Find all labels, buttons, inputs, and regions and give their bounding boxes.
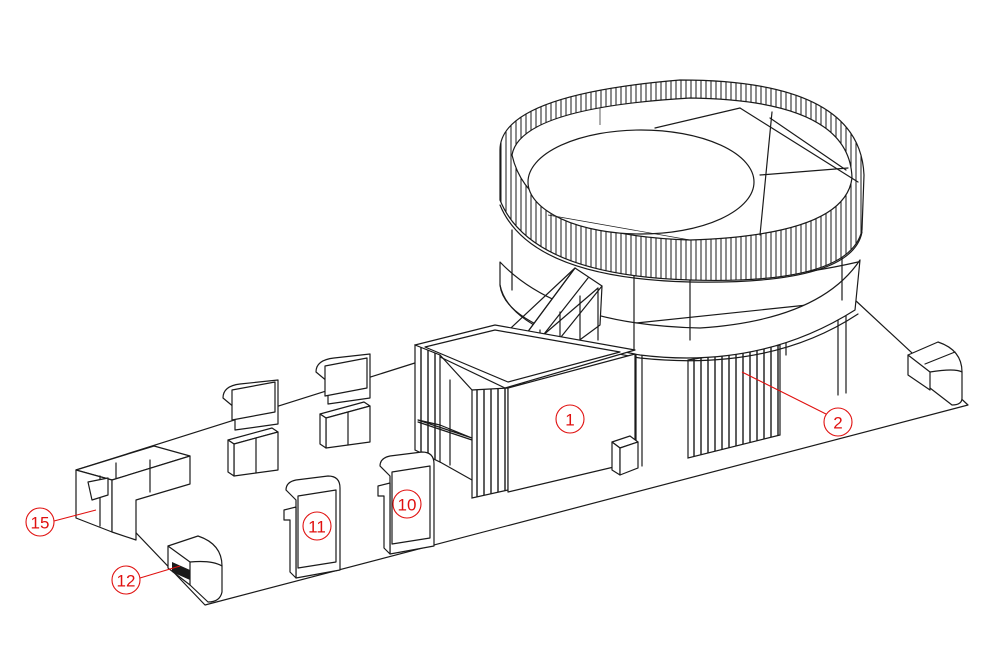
bench-right	[907, 341, 963, 406]
entrance-booth	[414, 324, 636, 499]
striped-wall-column	[687, 344, 781, 459]
display-cabinet-middle	[315, 353, 371, 449]
callout-12: 12	[111, 565, 181, 595]
callout-label-2: 2	[833, 414, 842, 433]
callout-label-15: 15	[31, 514, 50, 533]
callout-10: 10	[392, 489, 422, 519]
callout-label-10: 10	[398, 496, 417, 515]
callout-label-1: 1	[565, 411, 574, 430]
info-counter-11	[283, 475, 341, 579]
callout-label-11: 11	[308, 518, 326, 537]
storage-room-15	[75, 445, 191, 541]
callout-11: 11	[302, 511, 332, 541]
waste-bin	[611, 435, 639, 476]
callout-1: 1	[555, 404, 585, 434]
upper-deck	[527, 107, 859, 241]
callout-2: 2	[741, 371, 853, 437]
callout-label-12: 12	[117, 572, 136, 591]
bench-12	[167, 535, 223, 603]
info-counter-10	[377, 451, 435, 555]
callout-15: 15	[25, 507, 97, 537]
display-cabinet-left	[222, 379, 279, 477]
